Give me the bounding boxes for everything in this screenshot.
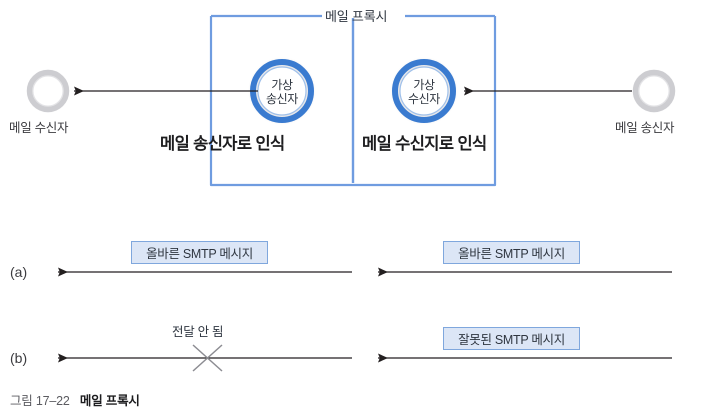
- row-b-id: (b): [10, 350, 28, 366]
- virtual-sender-node: [248, 57, 316, 125]
- row-a-id: (a): [10, 264, 28, 280]
- figure-caption: 그림 17–22 메일 프록시: [10, 390, 140, 409]
- left-recognition-label: 메일 송신자로 인식: [160, 135, 285, 153]
- figure-caption-number: 그림 17–22: [10, 394, 70, 408]
- figure-caption-title: 메일 프록시: [79, 394, 140, 408]
- virtual-sender-line-1: 가상: [271, 78, 293, 92]
- virtual-receiver-line-1: 가상: [413, 78, 435, 92]
- proxy-box-frame: [209, 14, 497, 187]
- mail-receiver-node: [26, 69, 70, 113]
- row-b-left-message: 전달 안 됨: [172, 325, 224, 339]
- row-a-right-message: 올바른 SMTP 메시지: [443, 241, 580, 264]
- virtual-receiver-node: [390, 57, 458, 125]
- row-b-right-message: 잘못된 SMTP 메시지: [443, 327, 580, 350]
- virtual-sender-line-2: 송신자: [266, 92, 298, 106]
- mail-receiver-label: 메일 수신자: [9, 121, 69, 135]
- virtual-receiver-line-2: 수신자: [408, 92, 440, 106]
- row-a-left-message: 올바른 SMTP 메시지: [131, 241, 268, 264]
- mail-sender-node: [632, 69, 676, 113]
- proxy-box-title: 메일 프록시: [325, 9, 388, 24]
- right-recognition-label: 메일 수신지로 인식: [362, 135, 487, 153]
- blocked-cross-icon: [192, 344, 223, 372]
- mail-sender-label: 메일 송신자: [615, 121, 675, 135]
- virtual-receiver-text: 가상 수신자: [389, 78, 459, 106]
- virtual-sender-text: 가상 송신자: [247, 78, 317, 106]
